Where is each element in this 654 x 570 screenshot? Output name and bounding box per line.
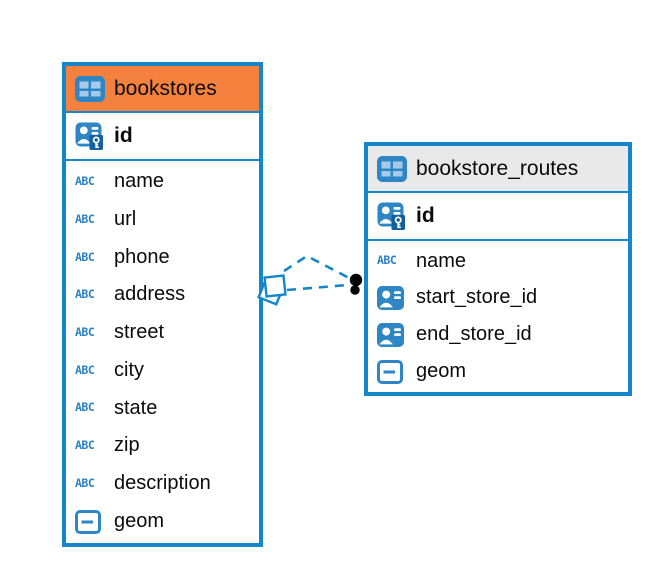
text-type-icon: ABC: [75, 287, 95, 302]
text-type-icon: ABC: [377, 253, 397, 268]
field-name: city: [114, 358, 144, 381]
field-row-id[interactable]: id: [66, 113, 259, 161]
table-bookstore-routes[interactable]: bookstore_routes id ABC name: [364, 142, 632, 396]
field-row-start_store_id[interactable]: start_store_id: [368, 279, 628, 316]
text-type-icon: ABC: [75, 400, 95, 415]
field-name: zip: [114, 434, 140, 457]
text-type-icon: ABC: [75, 249, 95, 264]
table-title: bookstore_routes: [416, 156, 579, 180]
relationship-line[interactable]: [286, 283, 349, 292]
field-row-id[interactable]: id: [368, 193, 628, 241]
geometry-icon: [377, 359, 407, 384]
table-header-bookstore-routes[interactable]: bookstore_routes: [368, 146, 628, 193]
field-name: name: [114, 170, 165, 193]
field-row-description[interactable]: ABC description: [66, 465, 259, 503]
reference-icon: [377, 285, 407, 310]
field-name: phone: [114, 245, 170, 268]
field-row-geom[interactable]: geom: [66, 502, 259, 541]
field-name: state: [114, 396, 158, 419]
field-row-state[interactable]: ABC state: [66, 389, 259, 427]
text-type-icon: ABC: [75, 475, 95, 490]
field-row-geom[interactable]: geom: [368, 353, 628, 390]
field-name: id: [416, 204, 435, 227]
field-row-phone[interactable]: ABC phone: [66, 238, 259, 276]
relationship-line[interactable]: [283, 254, 350, 280]
text-type-icon: ABC: [75, 324, 95, 339]
field-name: address: [114, 283, 186, 306]
primary-key-icon: [377, 202, 407, 231]
field-row-name[interactable]: ABC name: [368, 243, 628, 279]
primary-key-icon: [75, 122, 105, 151]
field-name: street: [114, 321, 165, 344]
field-name: end_store_id: [416, 323, 532, 345]
field-name: description: [114, 471, 211, 494]
table-title: bookstores: [114, 76, 217, 100]
text-type-icon: ABC: [75, 174, 95, 189]
field-row-name[interactable]: ABC name: [66, 163, 259, 201]
field-row-address[interactable]: ABC address: [66, 276, 259, 314]
field-row-city[interactable]: ABC city: [66, 352, 259, 390]
field-name: geom: [114, 510, 165, 533]
text-type-icon: ABC: [75, 362, 95, 377]
field-name: name: [416, 249, 467, 272]
geometry-icon: [75, 509, 105, 534]
field-row-end_store_id[interactable]: end_store_id: [368, 316, 628, 353]
field-name: id: [114, 124, 133, 147]
field-row-street[interactable]: ABC street: [66, 314, 259, 352]
text-type-icon: ABC: [75, 211, 95, 226]
field-name: start_store_id: [416, 286, 538, 308]
field-row-url[interactable]: ABC url: [66, 201, 259, 239]
text-type-icon: ABC: [75, 438, 95, 453]
field-name: url: [114, 208, 137, 231]
table-icon: [75, 75, 105, 102]
reference-icon: [377, 322, 407, 347]
many-side-marker-dots[interactable]: [349, 273, 363, 295]
field-name: geom: [416, 360, 467, 382]
table-icon: [377, 155, 407, 182]
table-header-bookstores[interactable]: bookstores: [66, 66, 259, 113]
field-list: ABC name start_store_id end_store_id geom: [368, 241, 628, 392]
field-row-zip[interactable]: ABC zip: [66, 427, 259, 465]
